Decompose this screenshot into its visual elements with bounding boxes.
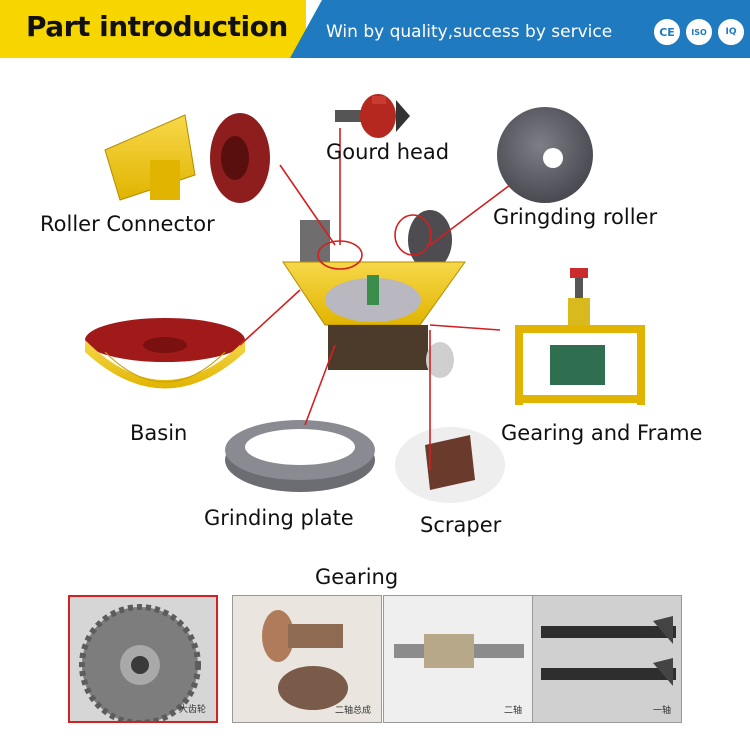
gearing-thumb-big-gear: 大齿轮 (68, 595, 218, 723)
grinding-plate-image (225, 420, 375, 492)
basin-image (85, 318, 245, 389)
big-gear-icon (79, 604, 201, 721)
gearing-thumb-first-shaft: 一轴 (532, 595, 682, 723)
iq-cert-badge: IQ (716, 17, 746, 47)
gourd-head-image (335, 94, 410, 138)
first-shaft-caption: 一轴 (652, 706, 671, 716)
shaft-assembly-caption: 二轴总成 (334, 706, 371, 716)
grinding-roller-image (497, 107, 593, 203)
scraper-image (395, 427, 505, 503)
gearing-section-title: Gearing (315, 565, 399, 589)
label-basin: Basin (130, 421, 188, 445)
shaft-assembly-icon (262, 610, 348, 710)
iso-cert-badge: ISO (684, 17, 714, 47)
label-gourd-head: Gourd head (326, 140, 450, 164)
first-shaft-icon (541, 616, 676, 686)
main-mill-image (282, 210, 466, 378)
label-grinding-roller: Gringding roller (493, 205, 658, 229)
header-title-band (0, 0, 306, 58)
slogan-text: Win by quality,success by service (326, 22, 613, 42)
second-shaft-icon (394, 634, 524, 668)
roller-connector-image (104, 113, 270, 203)
second-shaft-caption: 二轴 (503, 706, 522, 716)
page-title: Part introduction (26, 10, 288, 43)
gearing-frame-image (515, 268, 645, 405)
gearing-thumb-second-shaft: 二轴 (383, 595, 533, 723)
label-roller-connector: Roller Connector (40, 212, 215, 236)
label-gearing-frame: Gearing and Frame (501, 421, 703, 445)
label-scraper: Scraper (420, 513, 502, 537)
connector-lines (239, 128, 511, 470)
ce-cert-badge: CE (652, 17, 682, 47)
gear-caption: 大齿轮 (178, 705, 206, 715)
label-grinding-plate: Grinding plate (204, 506, 354, 530)
gearing-thumb-shaft-assembly: 二轴总成 (232, 595, 382, 723)
